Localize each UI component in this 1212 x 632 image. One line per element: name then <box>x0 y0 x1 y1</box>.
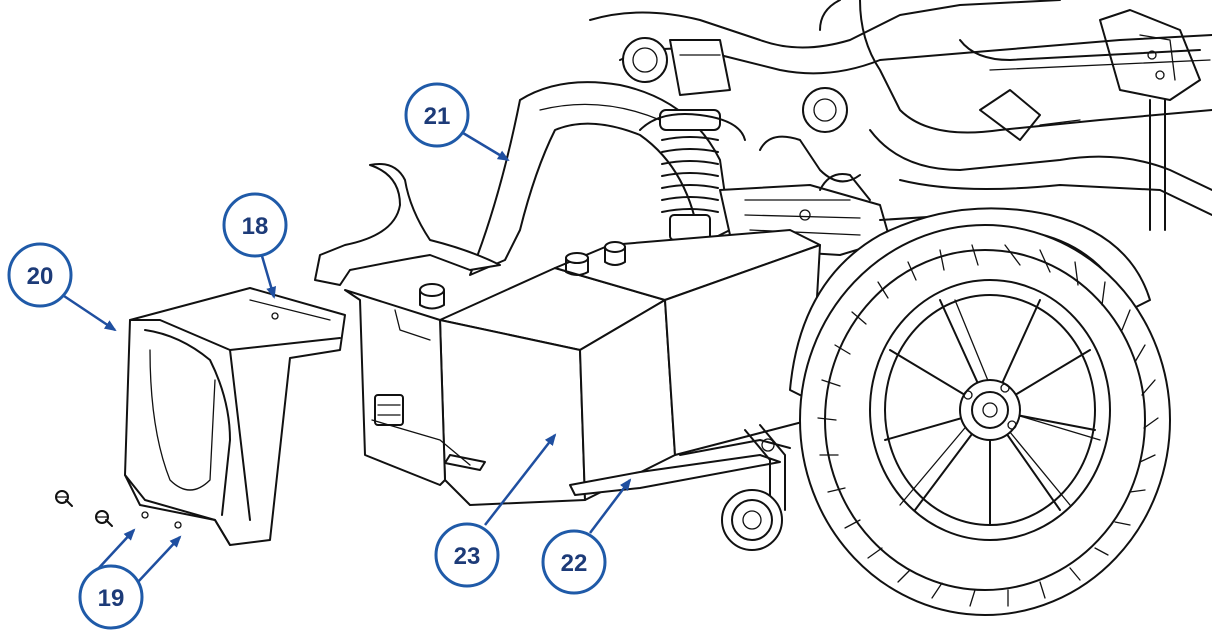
leader-arrow-18 <box>260 255 276 299</box>
drive-wheel-drawing <box>789 207 1171 616</box>
leader-arrow-19a <box>96 528 136 571</box>
screws-drawing <box>55 490 113 527</box>
leader-arrow-19b <box>136 535 182 584</box>
callout-circle-23 <box>434 522 500 588</box>
callout-23: 23 <box>434 433 557 588</box>
callout-label-21: 21 <box>424 103 451 130</box>
upper-frame-drawing <box>589 0 1212 231</box>
callout-20: 20 <box>7 242 117 332</box>
callout-label-22: 22 <box>561 550 588 577</box>
callout-label-23: 23 <box>454 543 481 570</box>
callout-circle-18 <box>222 192 288 258</box>
leader-arrow-21 <box>462 131 510 162</box>
callout-18: 18 <box>222 192 288 299</box>
callout-19: 19 <box>78 528 182 630</box>
tire-tread-drawing <box>817 244 1159 607</box>
rear-cover-drawing <box>124 287 346 546</box>
leader-arrow-22 <box>589 478 632 534</box>
callout-label-20: 20 <box>27 263 54 290</box>
battery-box-drawing <box>344 229 821 506</box>
callout-label-19: 19 <box>98 585 125 612</box>
callout-circle-21 <box>404 82 470 148</box>
callout-circle-22 <box>541 529 607 595</box>
callout-circle-20 <box>7 242 73 308</box>
shock-absorber-drawing <box>639 109 746 241</box>
callout-circle-19 <box>78 564 144 630</box>
line-art <box>55 0 1212 616</box>
callout-22: 22 <box>541 478 632 595</box>
callout-21: 21 <box>404 82 510 162</box>
callouts: 18 19 20 21 22 23 <box>7 82 632 630</box>
anti-tip-wheel-drawing <box>721 424 786 551</box>
leader-arrow-23 <box>484 433 557 526</box>
callout-label-18: 18 <box>242 213 269 240</box>
leader-arrow-20 <box>63 294 117 332</box>
